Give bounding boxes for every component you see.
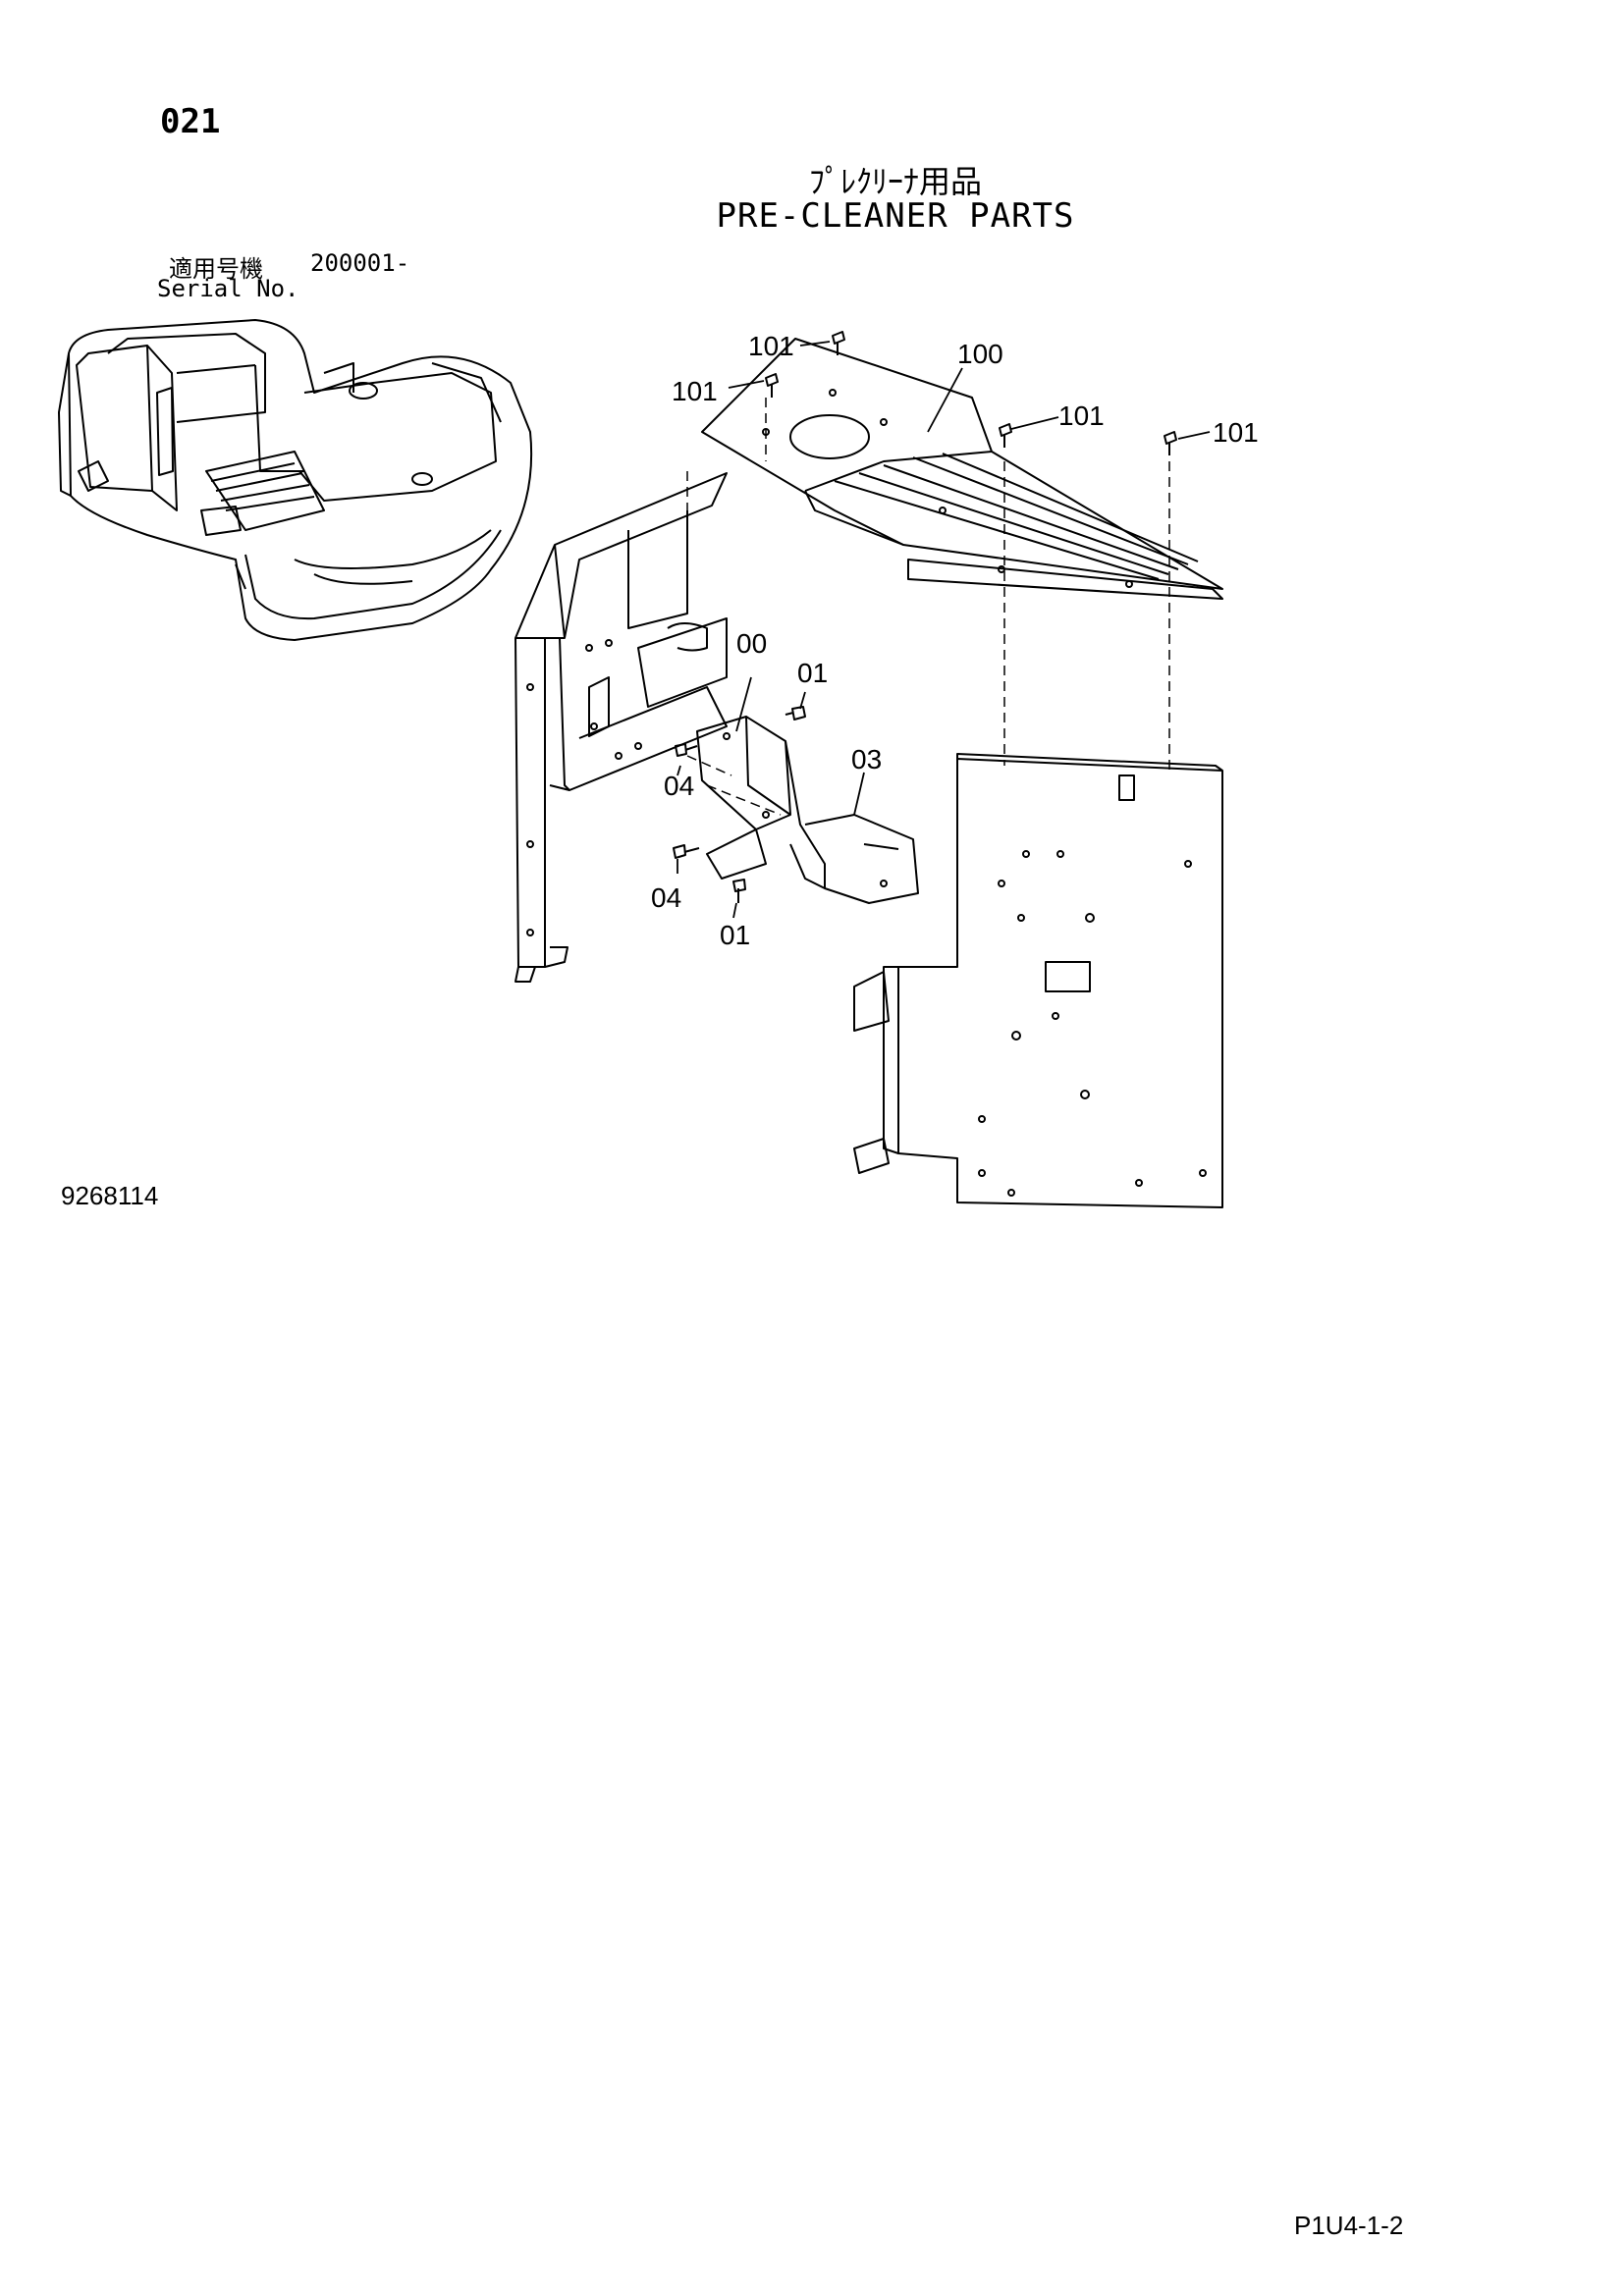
page-code: P1U4-1-2	[1294, 2211, 1404, 2240]
serial-label-japanese: 適用号機	[169, 255, 263, 283]
title-english: PRE-CLEANER PARTS	[716, 196, 1075, 236]
excavator-overview-illustration	[58, 319, 533, 641]
projection-lines	[686, 398, 1170, 816]
bracket-assembly	[696, 716, 919, 904]
callout-00: 00	[736, 628, 767, 659]
callout-04-lower: 04	[651, 882, 681, 913]
figure-number: 9268114	[61, 1181, 159, 1210]
callout-101-mid: 101	[1058, 400, 1105, 431]
callout-03: 03	[851, 744, 882, 774]
callout-100: 100	[957, 339, 1003, 369]
callout-01-lower: 01	[720, 920, 750, 950]
title-japanese: ﾌﾟﾚｸﾘｰﾅ用品	[808, 163, 982, 200]
callout-04-upper: 04	[664, 771, 694, 801]
callout-01-upper: 01	[797, 658, 828, 688]
serial-value: 200001-	[310, 249, 410, 277]
page-number: 021	[160, 102, 221, 141]
side-panel	[853, 753, 1223, 1208]
serial-label-english: Serial No.	[157, 275, 299, 302]
pre-cleaner-plate	[701, 338, 1223, 600]
bolts	[673, 331, 1177, 903]
support-frame	[514, 472, 728, 983]
callout-101-top: 101	[748, 331, 794, 361]
callout-101-right: 101	[1213, 417, 1259, 448]
callout-101-left: 101	[672, 376, 718, 406]
leader-lines	[677, 341, 1211, 919]
